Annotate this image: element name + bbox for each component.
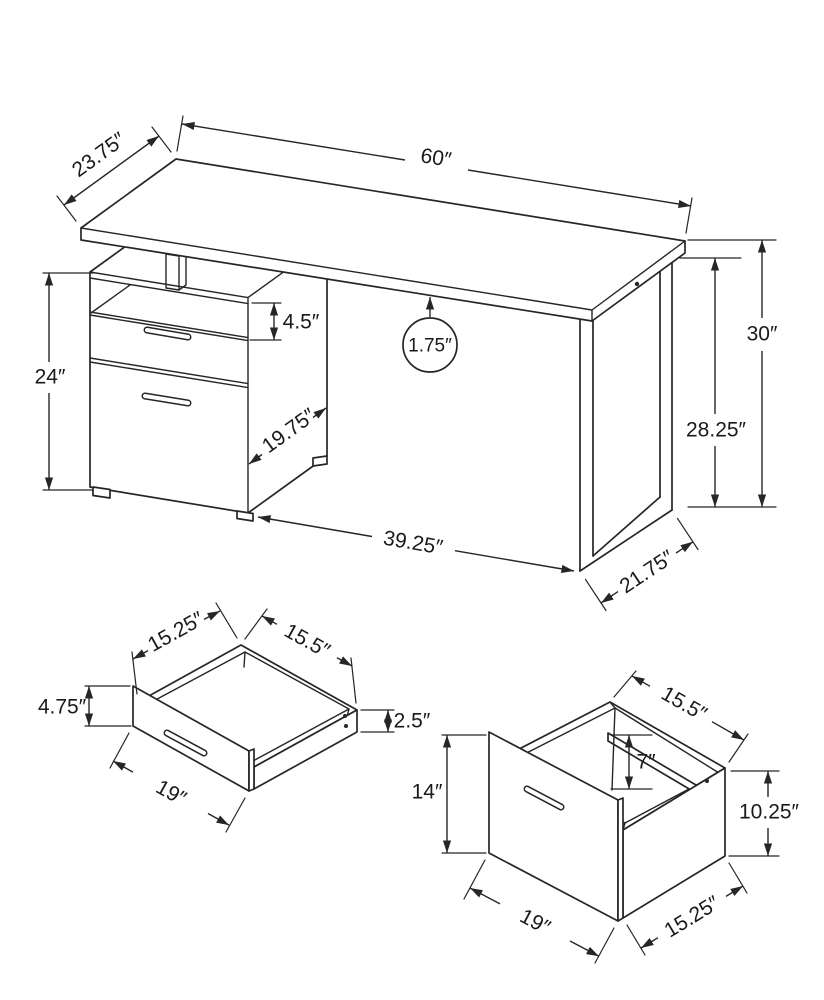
cabinet-drawer1-handle [143, 326, 192, 341]
dim-leg-depth: 21.75″ [584, 517, 699, 612]
dim-label-small-top-width: 15.25″ [144, 607, 208, 656]
dim-label-clearance-height: 28.25″ [686, 419, 747, 442]
small-drawer-front-edge [248, 748, 255, 792]
dim-small-side-height: 2.5″ [360, 709, 431, 733]
dim-label-leg-depth: 21.75″ [616, 546, 679, 599]
large-drawer-box [488, 701, 726, 922]
callout-circle [402, 317, 458, 373]
dim-label-shelf-height: 4.5″ [283, 311, 320, 334]
cabinet-top-bracket [165, 250, 187, 291]
dim-floor-span: 39.25″ [257, 515, 575, 573]
cabinet-drawer2-handle [141, 392, 192, 407]
desk-top [80, 158, 686, 322]
dim-small-front-height: 4.75″ [38, 685, 132, 727]
desk-view: 23.75″ 60″ 4.5″ 1.75″ 30″ [35, 115, 778, 612]
dim-label-small-front-height: 4.75″ [38, 696, 87, 719]
large-drawer-front-edge [617, 797, 624, 922]
dim-label-large-front-height: 14″ [412, 781, 443, 804]
dim-clearance-height: 28.25″ [679, 257, 747, 507]
dim-label-small-top-depth: 15.5″ [280, 619, 334, 663]
dim-label-large-bottom-width: 19″ [516, 905, 554, 940]
dim-label-small-side-height: 2.5″ [394, 710, 431, 733]
desk-leg-frame [579, 254, 673, 572]
small-drawer-box [132, 644, 358, 792]
dim-label-small-bottom-width: 19″ [152, 775, 191, 810]
dim-label-desk-width: 60″ [419, 144, 454, 172]
dim-top-thickness-callout: 1.75″ [402, 297, 458, 373]
desk-top-edges [80, 227, 686, 322]
dim-label-large-inner-height: 7″ [636, 751, 656, 774]
cabinet-drawer1-front [89, 314, 249, 389]
desk-top-screw-dot [634, 281, 640, 287]
small-drawer-view: 15.25″ 15.5″ 4.75″ 2.5″ 19″ [38, 602, 431, 833]
leg-floor-runner [579, 496, 673, 572]
dim-overall-height: 30″ [687, 239, 778, 508]
leg-back-tube [659, 254, 673, 511]
dim-cabinet-height: 24″ [35, 272, 94, 491]
dim-label-desk-depth: 23.75″ [68, 128, 131, 182]
dim-large-front-height: 14″ [412, 734, 487, 854]
dim-label-floor-span: 39.25″ [381, 527, 445, 560]
small-drawer-handle [163, 729, 208, 757]
dim-label-top-thickness: 1.75″ [408, 336, 452, 357]
cabinet-feet [92, 455, 328, 522]
desk-cabinet [89, 214, 328, 522]
dim-desk-width: 60″ [176, 115, 693, 234]
large-drawer-handle [523, 785, 565, 811]
cabinet-shelf-opening [89, 284, 249, 339]
dim-large-side-height: 10.25″ [728, 770, 800, 857]
dim-label-large-side-height: 10.25″ [739, 801, 800, 824]
dim-label-large-top-depth: 15.5″ [657, 682, 711, 726]
large-drawer-view: 15.5″ 7″ 14″ 10.25″ 19″ [412, 670, 800, 964]
dim-large-inner-height: 7″ [610, 734, 656, 790]
dim-label-large-bottom-depth: 15.25″ [660, 891, 724, 942]
dim-label-overall-height: 30″ [747, 323, 778, 346]
dim-label-cabinet-height: 24″ [35, 366, 66, 389]
leg-front-tube [579, 309, 594, 572]
dim-shelf-height: 4.5″ [249, 302, 320, 341]
cabinet-top-band [89, 277, 249, 305]
